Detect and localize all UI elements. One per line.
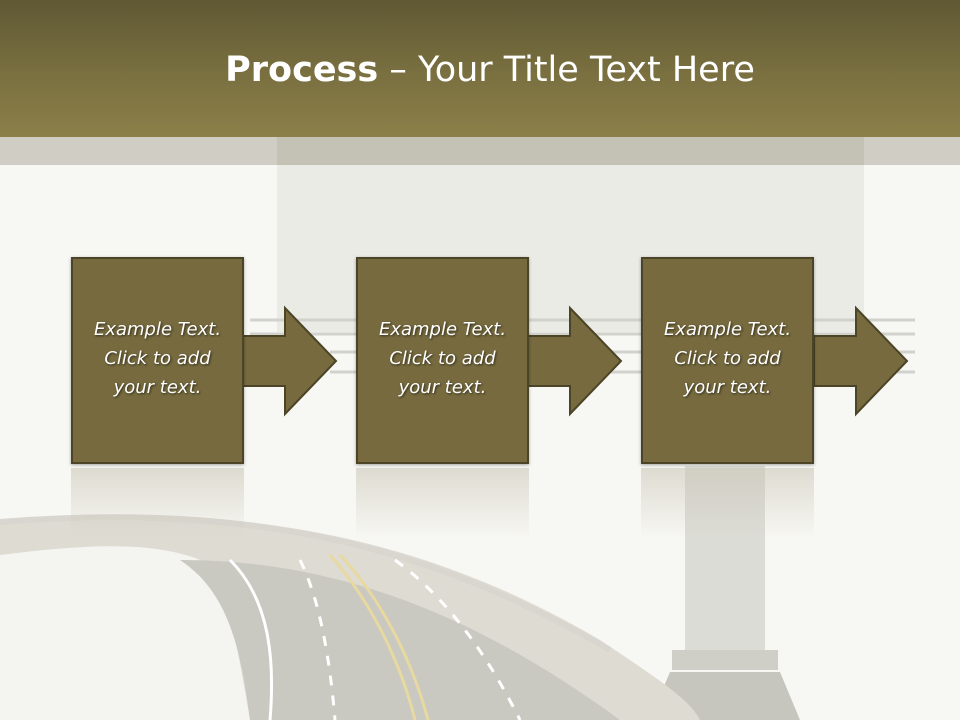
step-1-line-1: Example Text. — [93, 319, 222, 340]
title-bold: Process — [225, 50, 379, 90]
page-title[interactable]: Process – Your Title Text Here — [0, 50, 960, 90]
arrow-1 — [242, 305, 338, 417]
step-text-3: Example Text. Click to add your text. — [643, 315, 812, 402]
arrow-3 — [813, 305, 909, 417]
step-reflection-1 — [71, 468, 244, 538]
title-bar — [0, 0, 960, 137]
step-2-line-2: Click to add — [389, 348, 496, 369]
step-3-line-1: Example Text. — [663, 319, 792, 340]
step-box-1[interactable]: Example Text. Click to add your text. — [71, 257, 244, 464]
header-subband — [0, 137, 960, 165]
arrow-2 — [527, 305, 623, 417]
step-reflection-3 — [641, 468, 814, 538]
step-text-2: Example Text. Click to add your text. — [358, 315, 527, 402]
step-text-1: Example Text. Click to add your text. — [73, 315, 242, 402]
step-box-3[interactable]: Example Text. Click to add your text. — [641, 257, 814, 464]
step-1-line-2: Click to add — [104, 348, 211, 369]
step-box-2[interactable]: Example Text. Click to add your text. — [356, 257, 529, 464]
step-reflection-2 — [356, 468, 529, 538]
title-rest: – Your Title Text Here — [378, 50, 755, 90]
step-1-line-3: your text. — [113, 377, 202, 398]
step-2-line-3: your text. — [398, 377, 487, 398]
road-markings — [228, 553, 522, 720]
step-2-line-1: Example Text. — [378, 319, 507, 340]
step-3-line-2: Click to add — [674, 348, 781, 369]
step-3-line-3: your text. — [683, 377, 772, 398]
